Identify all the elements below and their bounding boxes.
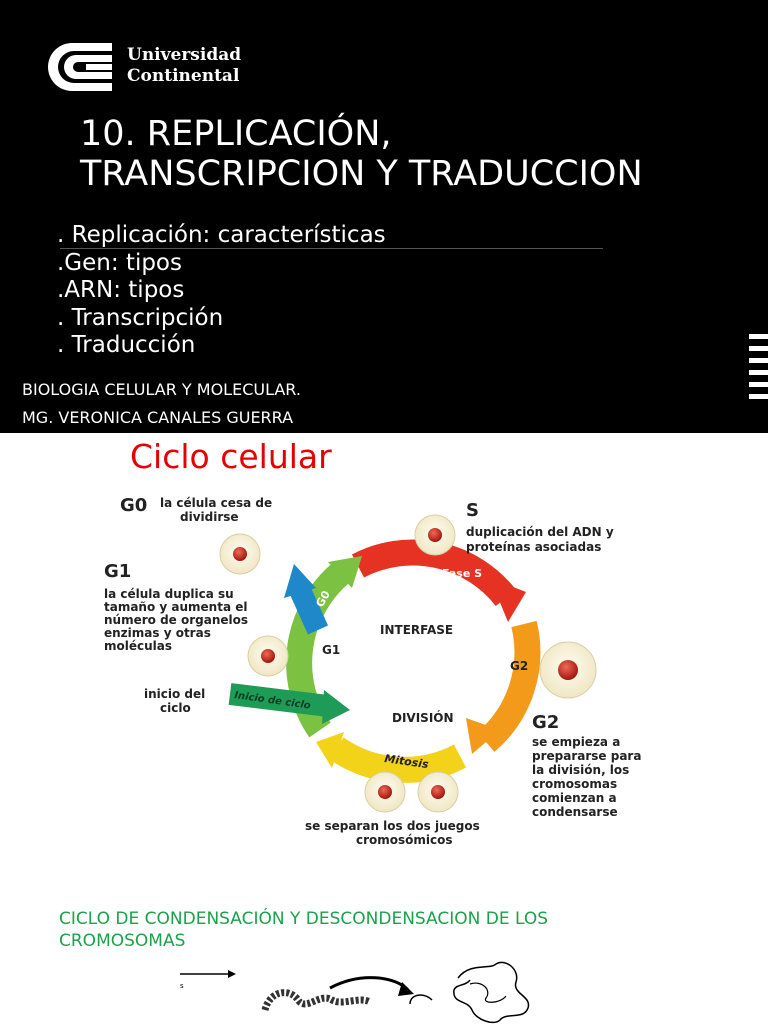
course-credits: BIOLOGIA CELULAR Y MOLECULAR. MG. VERONI… (22, 376, 301, 432)
topic-item: .Gen: tipos (57, 249, 182, 276)
g0-label: G0 (120, 495, 147, 516)
teacher-name: MG. VERONICA CANALES GUERRA (22, 408, 294, 427)
g0-arrow (289, 585, 329, 635)
cell-icon (219, 533, 261, 575)
separation-desc: cromosómicos (356, 833, 453, 847)
g2-desc: prepararse para (532, 749, 641, 763)
start-desc: ciclo (160, 701, 191, 715)
cell-icon (364, 771, 406, 813)
chromosome-condensation-diagram: s (180, 961, 530, 1024)
division-label: DIVISIÓN (392, 710, 454, 725)
topic-item: . Replicación: características (57, 222, 386, 248)
logo-line-1: Universidad (127, 45, 242, 65)
g1-desc: tamaño y aumenta el (104, 600, 248, 614)
g2-desc: cromosomas (532, 777, 617, 791)
g2-desc: se empieza a (532, 735, 620, 749)
condensation-title: CICLO DE CONDENSACIÓN Y DESCONDENSACION … (59, 909, 548, 951)
cell-cycle-diagram: Fase S G0 G1 G2 INTERFASE DIVISIÓN Mitos… (104, 495, 641, 847)
start-desc: inicio del (144, 687, 205, 701)
title-line-2: TRANSCRIPCION Y TRADUCCION (80, 154, 643, 194)
topic-list: . Replicación: características .Gen: tip… (57, 222, 386, 360)
g1-arrowhead (328, 556, 362, 588)
g2-arc (477, 620, 541, 752)
g1-desc: la célula duplica su (104, 587, 234, 601)
stripes-decoration-icon (749, 334, 768, 400)
slide-title: 10. REPLICACIÓN, TRANSCRIPCION Y TRADUCC… (80, 114, 643, 194)
divider (60, 248, 603, 249)
s-desc: duplicación del ADN y (466, 525, 614, 539)
university-logo-icon (48, 43, 112, 91)
cell-icon (414, 514, 456, 556)
g1-desc: número de organelos (104, 613, 248, 627)
logo-line-2: Continental (127, 66, 240, 86)
cell-icon (539, 641, 597, 699)
start-arrow (228, 683, 330, 717)
g2-label: G2 (532, 712, 559, 733)
g1-desc: enzimas y otras (104, 626, 211, 640)
g2-desc: comienzan a (532, 791, 617, 805)
s-desc: proteínas asociadas (466, 540, 601, 554)
topic-item: . Traducción (57, 332, 196, 358)
fase-s-arrowhead (490, 578, 526, 622)
g0-desc: dividirse (180, 510, 239, 524)
title-slide: Universidad Continental 10. REPLICACIÓN,… (0, 0, 768, 433)
cell-icon (247, 635, 289, 677)
mitosis-arrowhead (316, 732, 344, 768)
university-name: Universidad Continental (127, 45, 241, 87)
g2-desc: condensarse (532, 805, 618, 819)
arc-g1-label: G1 (322, 643, 340, 657)
topic-item: . Transcripción (57, 304, 224, 331)
fase-s-label: Fase S (442, 567, 482, 580)
mitosis-arc (328, 737, 467, 783)
course-name: BIOLOGIA CELULAR Y MOLECULAR. (22, 380, 301, 399)
arc-g2-label: G2 (510, 659, 528, 673)
title-line-1: 10. REPLICACIÓN, (80, 114, 392, 154)
topic-item: .ARN: tipos (57, 277, 185, 303)
g1-desc: moléculas (104, 639, 172, 653)
g2-desc: la división, los (532, 763, 629, 777)
interfase-label: INTERFASE (380, 623, 453, 637)
cell-icon (417, 771, 459, 813)
separation-desc: se separan los dos juegos (305, 819, 480, 833)
g0-desc: la célula cesa de (160, 496, 272, 510)
s-label: S (466, 500, 479, 521)
small-label: s (180, 982, 184, 990)
fase-s-arc (351, 539, 517, 607)
g1-label: G1 (104, 561, 131, 582)
section-title: Ciclo celular (130, 437, 332, 476)
g2-arrowhead (466, 718, 500, 754)
start-arrowhead (322, 690, 350, 724)
mitosis-label: Mitosis (384, 752, 430, 771)
g0-arrowhead (284, 564, 316, 598)
